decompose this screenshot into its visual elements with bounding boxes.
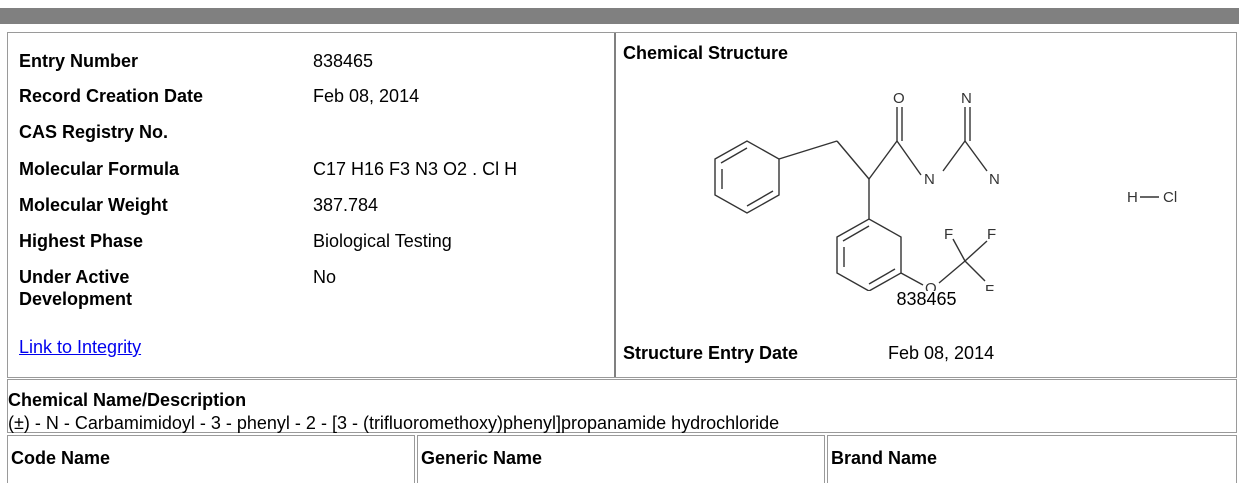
field-value: No: [313, 267, 337, 287]
atom-n1: N: [961, 90, 972, 107]
field-label: Molecular Weight: [19, 195, 168, 215]
structure-entry-date-value: Feb 08, 2014: [888, 343, 995, 363]
phenyl-ring: [714, 140, 780, 214]
phenyl-ring-2: [836, 218, 902, 291]
field-label: Under Active Development: [19, 267, 133, 309]
atom-f3: F: [985, 282, 994, 291]
atom-f2: F: [987, 226, 996, 243]
chemical-name-section: Chemical Name/Description (±) - N - Carb…: [7, 379, 1237, 433]
atom-h: H: [1127, 189, 1138, 206]
structure-diagram: O N N N F F F O H Cl: [714, 90, 1177, 291]
header-label: Generic Name: [421, 448, 543, 468]
field-label: CAS Registry No.: [19, 122, 169, 142]
field-value: Feb 08, 2014: [313, 86, 420, 106]
field-label: Entry Number: [19, 51, 139, 71]
field-value: C17 H16 F3 N3 O2 . Cl H: [313, 159, 518, 179]
top-banner-bar: [0, 8, 1239, 24]
chemical-name-text: (±) - N - Carbamimidoyl - 3 - phenyl - 2…: [8, 413, 780, 433]
bond-c-co: [868, 140, 898, 180]
record-details: Entry Number 838465 Record Creation Date…: [8, 33, 616, 377]
chemical-name-title: Chemical Name/Description: [8, 390, 247, 410]
atom-n2: N: [924, 171, 935, 188]
header-generic-name: Generic Name: [417, 435, 825, 483]
atom-o: O: [893, 90, 905, 107]
record-panel: Entry Number 838465 Record Creation Date…: [7, 32, 1237, 378]
atom-cl: Cl: [1163, 189, 1177, 206]
header-brand-name: Brand Name: [827, 435, 1237, 483]
field-label: Highest Phase: [19, 231, 144, 251]
field-value: 387.784: [313, 195, 379, 215]
bond-ch2: [778, 140, 838, 160]
atom-f1: F: [944, 226, 953, 243]
atom-n3: N: [989, 171, 1000, 188]
structure-title: Chemical Structure: [623, 43, 789, 63]
chemical-structure-panel: Chemical Structure: [617, 33, 1236, 377]
structure-entry-date-label: Structure Entry Date: [623, 343, 799, 363]
header-label: Brand Name: [831, 448, 938, 468]
atom-o2: O: [925, 280, 937, 291]
field-value: Biological Testing: [313, 231, 452, 251]
structure-id-label: 838465: [896, 289, 957, 309]
bond-ch: [836, 140, 870, 180]
header-label: Code Name: [11, 448, 111, 468]
field-label: Molecular Formula: [19, 159, 180, 179]
field-label: Record Creation Date: [19, 86, 204, 106]
field-value: 838465: [313, 51, 374, 71]
integrity-link[interactable]: Link to Integrity: [19, 337, 142, 357]
header-code-name: Code Name: [7, 435, 415, 483]
